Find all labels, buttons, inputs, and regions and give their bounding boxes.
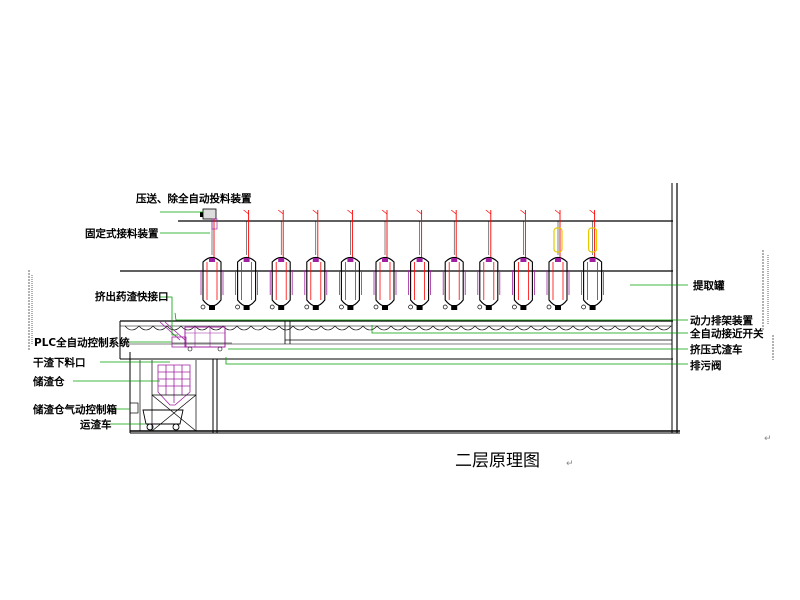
transport-cart <box>142 409 184 431</box>
extraction-tank <box>269 209 293 310</box>
label-plc-control-system: PLC全自动控制系统 <box>34 336 130 349</box>
label-residue-quick-connector: 挤出药渣快接口 <box>95 290 169 303</box>
label-extraction-tank: 提取罐 <box>693 279 725 292</box>
paragraph-mark: ↵ <box>566 459 574 469</box>
paragraph-mark-2: ↵ <box>764 434 772 444</box>
extraction-tank <box>373 209 397 310</box>
label-bin-pneumatic-box: 储渣仓气动控制箱 <box>33 403 117 416</box>
label-transport-cart: 运渣车 <box>80 418 112 431</box>
extraction-tank <box>512 209 535 310</box>
extraction-tank <box>304 209 328 310</box>
slag-bin <box>157 364 191 406</box>
label-power-rack-device: 动力排架装置 <box>690 314 753 327</box>
label-drain-valve: 排污阀 <box>690 359 722 372</box>
right-leader-lines <box>174 284 688 365</box>
left-leader-lines <box>73 211 210 425</box>
extraction-tanks <box>200 209 604 310</box>
conveyor-scallop <box>124 325 672 331</box>
label-dry-slag-outlet: 干渣下料口 <box>33 356 86 369</box>
label-proximity-switch: 全自动接近开关 <box>689 327 764 340</box>
label-fixed-receiving-device: 固定式接料装置 <box>85 227 159 240</box>
right-side-annotation <box>762 250 774 360</box>
label-squeeze-slag-cart: 挤压式渣车 <box>690 343 743 356</box>
extraction-tank <box>442 209 466 310</box>
feeding-device <box>200 208 218 230</box>
extraction-tank <box>408 209 432 310</box>
extraction-tank <box>338 209 362 310</box>
conveyor-chain <box>124 325 672 331</box>
extraction-tank <box>546 209 570 310</box>
diagram-caption: 二层原理图 <box>455 451 540 471</box>
building-frame <box>119 183 680 434</box>
extraction-tank <box>581 209 604 310</box>
label-auto-feeding-device: 压送、除全自动投料装置 <box>136 192 252 205</box>
bin-support <box>139 360 197 432</box>
left-side-annotation <box>28 270 33 350</box>
slag-cart <box>159 321 232 352</box>
extraction-tank <box>477 209 501 310</box>
pneumatic-control-box <box>129 402 139 414</box>
extraction-tank <box>235 209 259 310</box>
label-slag-bin: 储渣仓 <box>33 375 65 388</box>
